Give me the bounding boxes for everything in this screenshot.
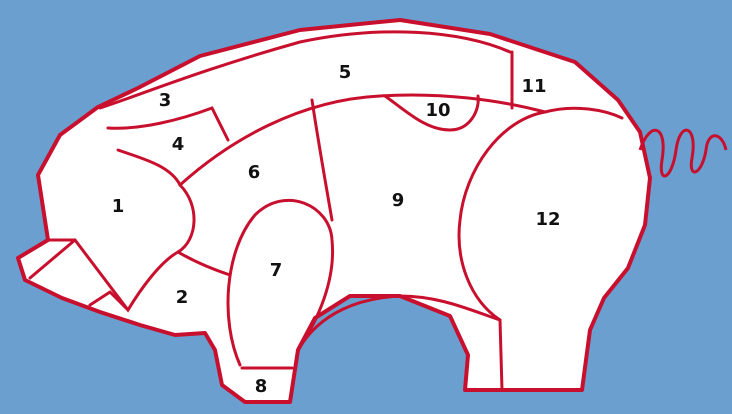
cut-label-12: 12 [535, 209, 560, 230]
cut-label-9: 9 [392, 190, 405, 211]
cut-label-7: 7 [270, 260, 283, 281]
cut-label-10: 10 [425, 100, 450, 121]
cut-label-3: 3 [159, 90, 172, 111]
cut-label-2: 2 [176, 287, 189, 308]
cut-label-8: 8 [255, 376, 268, 397]
cut-label-5: 5 [339, 62, 352, 83]
cut-label-1: 1 [112, 196, 125, 217]
cut-label-4: 4 [172, 134, 185, 155]
cut-label-11: 11 [521, 76, 546, 97]
cut-label-6: 6 [248, 162, 261, 183]
